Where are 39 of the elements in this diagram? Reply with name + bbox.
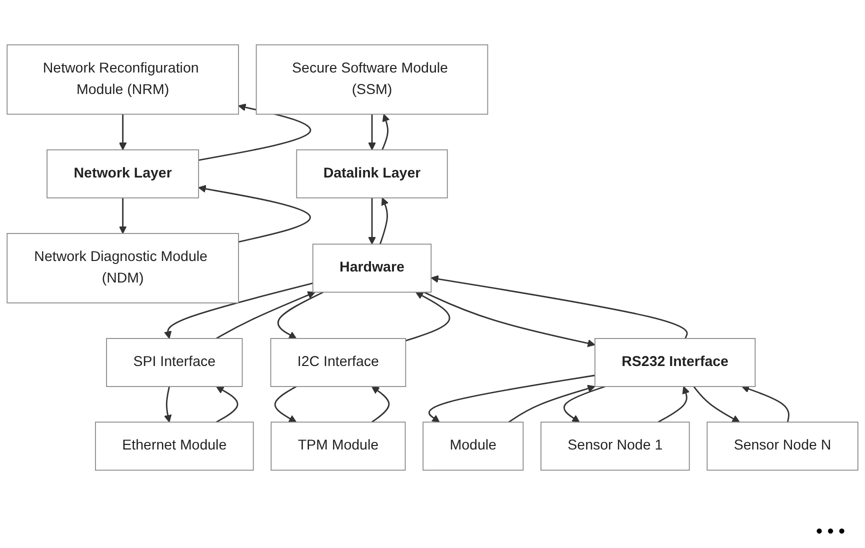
node-box: Network Reconfiguration Module (NRM): [6, 44, 239, 115]
arrow: [368, 198, 376, 244]
arrow: [430, 275, 688, 339]
arrow: [508, 384, 596, 423]
arrow: [371, 386, 390, 423]
node-box: RS232 Interface: [594, 338, 756, 387]
arrow: [368, 114, 376, 150]
arrow: [118, 198, 127, 234]
node-box: Hardware: [312, 244, 432, 293]
arrow: [198, 184, 311, 243]
arrow: [164, 386, 172, 422]
node-box: Sensor Node 1: [540, 422, 690, 471]
arrow: [198, 104, 311, 161]
node-box: Sensor Node N: [706, 422, 858, 471]
arrow: [274, 386, 297, 422]
arrow: [424, 292, 596, 348]
node-box: SPI Interface: [106, 338, 243, 387]
node-box: Ethernet Module: [95, 422, 254, 471]
node-box: Datalink Layer: [296, 149, 448, 198]
arrow: [277, 292, 324, 339]
arrow: [164, 282, 314, 339]
node-box: TPM Module: [270, 422, 406, 471]
arrow: [428, 374, 596, 422]
arrow: [216, 291, 316, 340]
node-box: Network Layer: [46, 149, 200, 198]
ellipsis-label: • • •: [816, 521, 845, 542]
node-box: I2C Interface: [270, 338, 406, 387]
arrow: [563, 386, 606, 422]
arrow: [382, 114, 390, 150]
arrow: [118, 114, 127, 150]
arrow: [216, 386, 238, 423]
arrow: [658, 386, 690, 423]
node-box: Secure Software Module (SSM): [256, 44, 488, 115]
arrow: [379, 198, 389, 244]
node-box: Network Diagnostic Module (NDM): [6, 233, 239, 304]
arrow: [742, 385, 790, 422]
arrow: [405, 292, 450, 342]
arrow: [693, 386, 740, 422]
node-box: Module: [422, 422, 524, 471]
